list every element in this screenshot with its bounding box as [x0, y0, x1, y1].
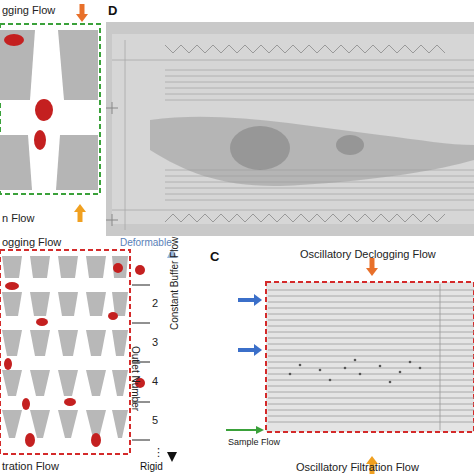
figure-label: 3 — [152, 336, 158, 349]
figure-label: 4 — [152, 375, 158, 388]
micrograph — [106, 22, 474, 236]
panel-c — [226, 258, 474, 474]
panel-letter: D — [108, 4, 117, 17]
figure-label: ⋮ — [153, 446, 164, 459]
figure-label: Rigid — [140, 460, 163, 473]
panel-b — [0, 248, 177, 462]
panel-a — [0, 4, 100, 222]
figure-label: tration Flow — [2, 460, 59, 473]
figure-label: gging Flow — [2, 4, 55, 17]
figure-label: 2 — [152, 297, 158, 310]
figure-label: ogging Flow — [2, 236, 61, 249]
figure-label: Outlet Number — [129, 346, 142, 411]
figure-label: Oscillatory Declogging Flow — [300, 248, 436, 261]
figure-label: Constant Buffer Flow — [168, 237, 181, 330]
figure-label: Deformable — [120, 236, 172, 249]
figure-label: 5 — [152, 414, 158, 427]
figure-label: Oscillatory Filtration Flow — [296, 461, 419, 474]
figure-label: Sample Flow — [228, 436, 280, 449]
figure-label: n Flow — [2, 212, 34, 225]
panel-letter: C — [210, 250, 219, 263]
